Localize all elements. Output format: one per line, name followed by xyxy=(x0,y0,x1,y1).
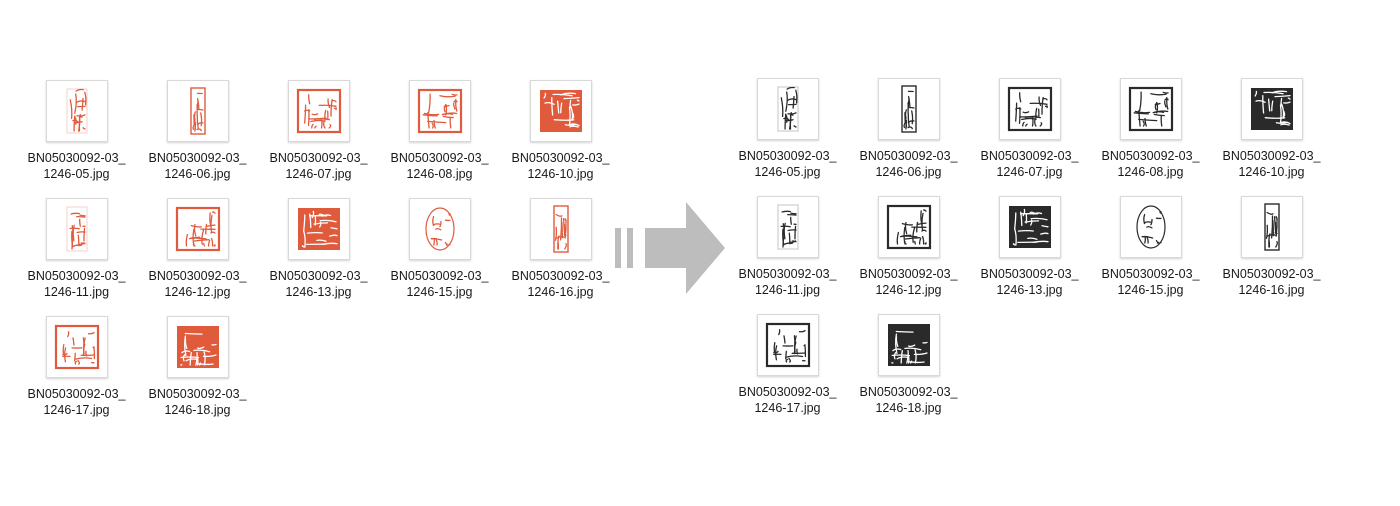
converted-file-item[interactable]: BN05030092-03_ 1246-13.jpg xyxy=(969,196,1090,314)
arrow-bar-1 xyxy=(615,228,621,268)
converted-file-item[interactable]: BN05030092-03_ 1246-08.jpg xyxy=(1090,78,1211,196)
converted-file-item[interactable]: BN05030092-03_ 1246-06.jpg xyxy=(848,78,969,196)
seal-image-icon xyxy=(877,314,940,376)
source-file-item[interactable]: BN05030092-03_ 1246-08.jpg xyxy=(379,80,500,198)
file-name: BN05030092-03_ 1246-15.jpg xyxy=(1101,267,1200,297)
seal-image-icon xyxy=(998,196,1061,258)
converted-file-item[interactable]: BN05030092-03_ 1246-11.jpg xyxy=(727,196,848,314)
converted-file-item[interactable]: BN05030092-03_ 1246-16.jpg xyxy=(1211,196,1332,314)
seal-image-icon xyxy=(756,314,819,376)
seal-image-icon xyxy=(166,198,229,260)
file-name: BN05030092-03_ 1246-10.jpg xyxy=(511,151,610,181)
source-file-item[interactable]: BN05030092-03_ 1246-05.jpg xyxy=(16,80,137,198)
seal-image-icon xyxy=(877,196,940,258)
arrow-bar-2 xyxy=(627,228,633,268)
seal-image-icon xyxy=(1119,78,1182,140)
converted-file-item[interactable]: BN05030092-03_ 1246-15.jpg xyxy=(1090,196,1211,314)
file-name: BN05030092-03_ 1246-12.jpg xyxy=(859,267,958,297)
source-file-item[interactable]: BN05030092-03_ 1246-18.jpg xyxy=(137,316,258,434)
seal-image-icon xyxy=(1240,78,1303,140)
seal-image-icon xyxy=(166,80,229,142)
file-name: BN05030092-03_ 1246-11.jpg xyxy=(738,267,837,297)
file-name: BN05030092-03_ 1246-07.jpg xyxy=(269,151,368,181)
seal-image-icon xyxy=(1119,196,1182,258)
file-name: BN05030092-03_ 1246-13.jpg xyxy=(269,269,368,299)
source-file-item[interactable]: BN05030092-03_ 1246-16.jpg xyxy=(500,198,621,316)
file-name: BN05030092-03_ 1246-16.jpg xyxy=(1222,267,1321,297)
converted-file-item[interactable]: BN05030092-03_ 1246-12.jpg xyxy=(848,196,969,314)
file-name: BN05030092-03_ 1246-07.jpg xyxy=(980,149,1079,179)
file-name: BN05030092-03_ 1246-16.jpg xyxy=(511,269,610,299)
file-name: BN05030092-03_ 1246-08.jpg xyxy=(1101,149,1200,179)
source-file-item[interactable]: BN05030092-03_ 1246-07.jpg xyxy=(258,80,379,198)
converted-file-grid: BN05030092-03_ 1246-05.jpg BN05030092-03… xyxy=(727,78,1332,432)
file-name: BN05030092-03_ 1246-15.jpg xyxy=(390,269,489,299)
seal-image-icon xyxy=(45,80,108,142)
converted-file-item[interactable]: BN05030092-03_ 1246-17.jpg xyxy=(727,314,848,432)
file-name: BN05030092-03_ 1246-18.jpg xyxy=(148,387,247,417)
seal-image-icon xyxy=(529,80,592,142)
arrow-head xyxy=(645,202,725,294)
file-name: BN05030092-03_ 1246-17.jpg xyxy=(738,385,837,415)
file-name: BN05030092-03_ 1246-05.jpg xyxy=(27,151,126,181)
file-name: BN05030092-03_ 1246-18.jpg xyxy=(859,385,958,415)
seal-image-icon xyxy=(1240,196,1303,258)
source-file-item[interactable]: BN05030092-03_ 1246-15.jpg xyxy=(379,198,500,316)
file-name: BN05030092-03_ 1246-13.jpg xyxy=(980,267,1079,297)
file-name: BN05030092-03_ 1246-11.jpg xyxy=(27,269,126,299)
seal-image-icon xyxy=(998,78,1061,140)
seal-image-icon xyxy=(877,78,940,140)
file-name: BN05030092-03_ 1246-06.jpg xyxy=(859,149,958,179)
source-file-item[interactable]: BN05030092-03_ 1246-17.jpg xyxy=(16,316,137,434)
source-file-grid: BN05030092-03_ 1246-05.jpg BN05030092-03… xyxy=(16,80,621,434)
source-file-item[interactable]: BN05030092-03_ 1246-13.jpg xyxy=(258,198,379,316)
seal-image-icon xyxy=(756,78,819,140)
seal-image-icon xyxy=(529,198,592,260)
seal-image-icon xyxy=(287,80,350,142)
seal-image-icon xyxy=(408,80,471,142)
converted-file-item[interactable]: BN05030092-03_ 1246-18.jpg xyxy=(848,314,969,432)
seal-image-icon xyxy=(408,198,471,260)
arrow-right-icon xyxy=(615,202,725,294)
source-file-item[interactable]: BN05030092-03_ 1246-12.jpg xyxy=(137,198,258,316)
seal-image-icon xyxy=(45,316,108,378)
file-name: BN05030092-03_ 1246-05.jpg xyxy=(738,149,837,179)
file-name: BN05030092-03_ 1246-08.jpg xyxy=(390,151,489,181)
seal-image-icon xyxy=(166,316,229,378)
file-name: BN05030092-03_ 1246-06.jpg xyxy=(148,151,247,181)
source-file-item[interactable]: BN05030092-03_ 1246-11.jpg xyxy=(16,198,137,316)
seal-image-icon xyxy=(45,198,108,260)
file-name: BN05030092-03_ 1246-12.jpg xyxy=(148,269,247,299)
source-file-item[interactable]: BN05030092-03_ 1246-10.jpg xyxy=(500,80,621,198)
seal-image-icon xyxy=(287,198,350,260)
converted-file-item[interactable]: BN05030092-03_ 1246-05.jpg xyxy=(727,78,848,196)
file-name: BN05030092-03_ 1246-17.jpg xyxy=(27,387,126,417)
converted-file-item[interactable]: BN05030092-03_ 1246-07.jpg xyxy=(969,78,1090,196)
source-file-item[interactable]: BN05030092-03_ 1246-06.jpg xyxy=(137,80,258,198)
seal-image-icon xyxy=(756,196,819,258)
converted-file-item[interactable]: BN05030092-03_ 1246-10.jpg xyxy=(1211,78,1332,196)
file-name: BN05030092-03_ 1246-10.jpg xyxy=(1222,149,1321,179)
